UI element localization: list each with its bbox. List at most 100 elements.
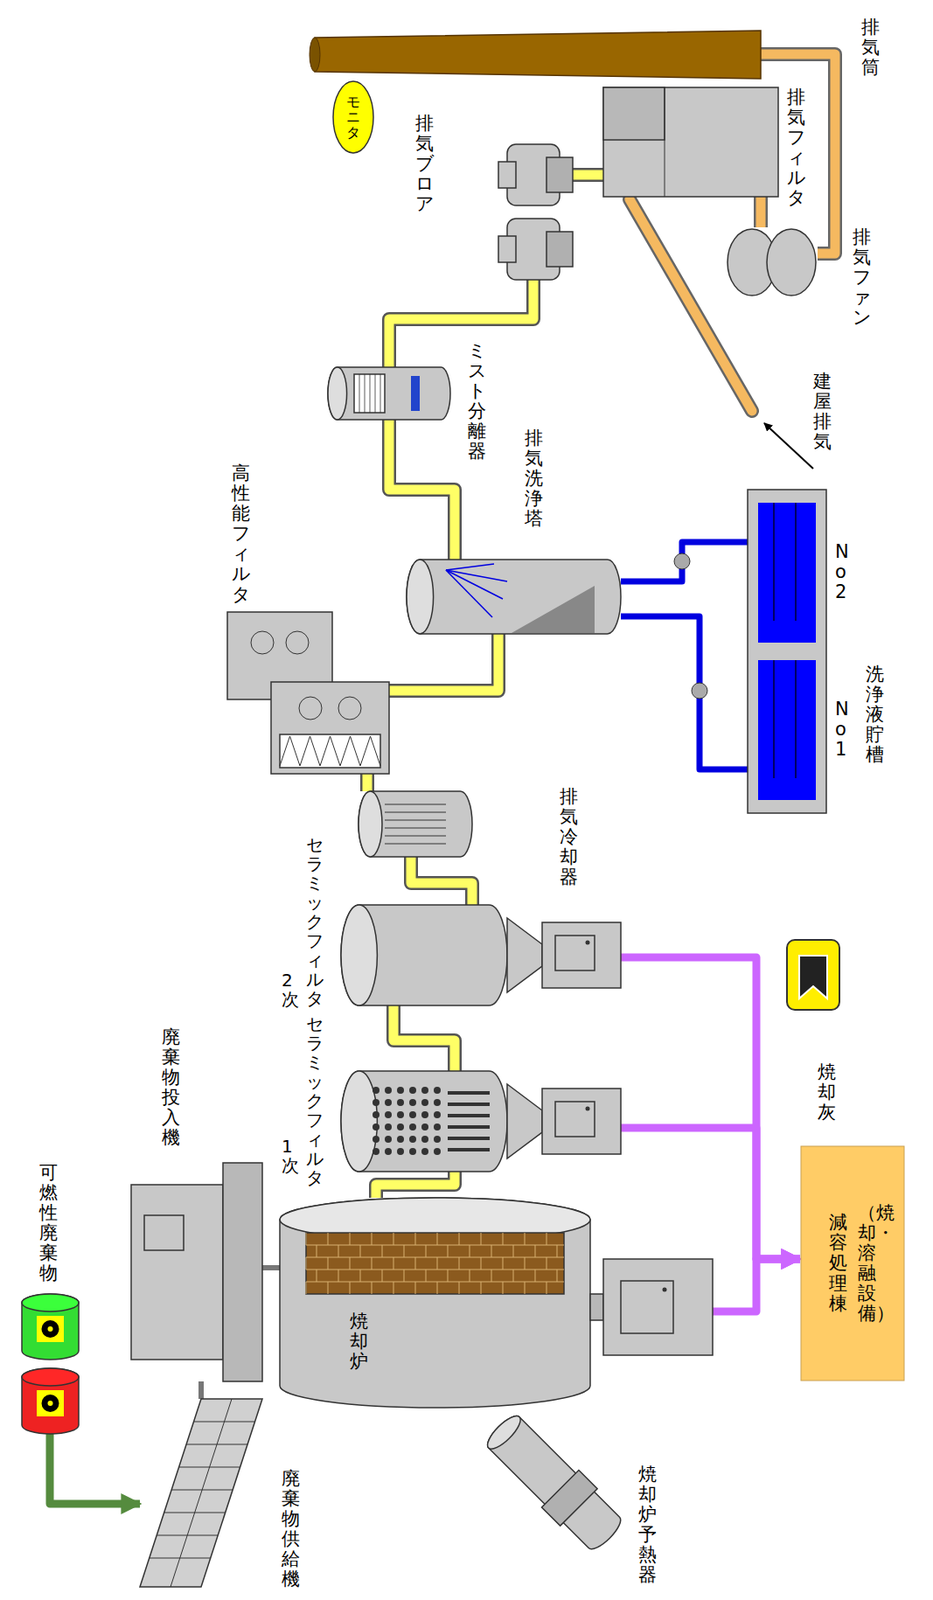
- brick-joint: [382, 1269, 383, 1282]
- brick-joint: [557, 1269, 558, 1282]
- gas-line: [572, 174, 604, 176]
- component-label: 高性能フィルタ: [231, 463, 251, 606]
- hopper-cone: [507, 918, 543, 993]
- building-exhaust-pipe: [629, 199, 752, 411]
- component-shape: [406, 559, 621, 634]
- hepa-port: [338, 696, 362, 720]
- duct-outline: [389, 419, 455, 560]
- conveyor-rail: [170, 1399, 232, 1588]
- conveyor-rung: [171, 1490, 233, 1491]
- tank-liquid: [758, 660, 816, 801]
- cooler-tube: [384, 820, 446, 822]
- scrubber-liquid: [511, 585, 595, 634]
- filter-element: [433, 1123, 441, 1131]
- brick-joint: [524, 1232, 526, 1246]
- component-shape: [358, 791, 473, 857]
- component-label: 廃棄物投入機: [161, 1027, 181, 1149]
- gas-line: [389, 279, 534, 368]
- duct-outline: [753, 196, 768, 228]
- part-label: No2: [835, 542, 854, 603]
- filter-candle: [447, 1125, 490, 1129]
- ash-chute: [590, 1294, 604, 1321]
- connector-path: [712, 1259, 801, 1312]
- radiation-label: [36, 1390, 64, 1417]
- brick-joint: [513, 1245, 515, 1258]
- ash-drum-icon: [786, 939, 840, 1010]
- mist-shell: [327, 367, 451, 420]
- filter-element: [409, 1111, 417, 1119]
- brick-joint: [415, 1232, 417, 1246]
- cooler-shell: [358, 791, 473, 857]
- component-shape: [603, 87, 779, 197]
- filter-element: [433, 1111, 441, 1119]
- connector-path: [620, 957, 801, 1260]
- brick-joint: [349, 1232, 351, 1246]
- duct-outline: [393, 1005, 455, 1072]
- connector-path: [393, 1005, 455, 1072]
- waste-drums: 可燃性廃棄物: [17, 1294, 84, 1435]
- conv-line: [262, 1267, 280, 1269]
- brick-joint: [459, 1232, 460, 1246]
- ceramic-filter: 1次セラミックフィルタ: [341, 1071, 621, 1172]
- mesh-line: [364, 374, 366, 413]
- component-shape: [314, 30, 761, 79]
- filter-element: [384, 1111, 392, 1119]
- preheater: 焼却炉予熱器: [476, 1409, 626, 1548]
- brick-joint: [557, 1245, 558, 1258]
- ceramic-filter: 2次セラミックフィルタ: [341, 905, 621, 1006]
- refractory-bricks: [306, 1232, 564, 1295]
- filter-element: [372, 1111, 380, 1119]
- water-line: [620, 542, 748, 582]
- component-label: 排気フィルタ: [786, 87, 806, 209]
- filter-element: [409, 1099, 417, 1107]
- brick-joint: [425, 1269, 427, 1282]
- brick-joint: [349, 1281, 351, 1295]
- component-label: 2次: [281, 970, 300, 1010]
- connector-path: [620, 542, 748, 582]
- component-shape: [17, 1294, 84, 1435]
- mesh-line: [375, 374, 376, 413]
- gas-cooler: 排気冷却器: [358, 791, 473, 857]
- duct-outline: [572, 167, 604, 182]
- connector-path: [756, 196, 766, 228]
- conveyor-frame: [139, 1399, 263, 1588]
- hepa-box: [271, 682, 390, 774]
- monitor-shape: [333, 81, 374, 154]
- hepa-port: [250, 631, 274, 655]
- filter-element: [421, 1135, 429, 1143]
- treatment-building: 減容処理棟（焼却・溶融設備）: [800, 1145, 906, 1382]
- filter-vessel-cap: [341, 905, 377, 1006]
- brick-joint: [371, 1232, 373, 1246]
- conveyor-rung: [156, 1535, 218, 1537]
- monitor-ellipse: モニタ: [332, 80, 375, 154]
- filter-vessel-cap: [341, 1071, 377, 1172]
- drum-body: [21, 1294, 79, 1360]
- brick-joint: [338, 1245, 340, 1258]
- tank-pipe: [772, 660, 775, 779]
- component-shape: [227, 612, 390, 774]
- component-shape: [341, 1071, 621, 1172]
- inlet-arrow: [764, 423, 814, 469]
- brick-joint: [371, 1257, 373, 1270]
- brick-joint: [382, 1245, 383, 1258]
- brick-joint: [393, 1232, 395, 1246]
- brick-joint: [360, 1269, 362, 1282]
- filter-element: [433, 1099, 441, 1107]
- brick-joint: [524, 1257, 526, 1270]
- component-label: 廃棄物供給機: [281, 1469, 300, 1591]
- brick-joint: [491, 1245, 493, 1258]
- cooler-tube: [384, 812, 446, 814]
- tank-pipe: [772, 502, 775, 621]
- component-label: 減容処理棟: [828, 1212, 848, 1314]
- brick-joint: [306, 1245, 564, 1247]
- brick-joint: [393, 1281, 395, 1295]
- feeder-door: [144, 1215, 184, 1251]
- ash-line: [620, 1127, 801, 1260]
- brick-joint: [415, 1281, 417, 1295]
- filter-element: [433, 1086, 441, 1094]
- exhaust-filter-edge: [664, 87, 666, 197]
- waste-feeder: 廃棄物投入機: [131, 1162, 263, 1382]
- filter-element: [372, 1099, 380, 1107]
- filter-candle: [447, 1148, 490, 1152]
- connector-path: [375, 1171, 455, 1198]
